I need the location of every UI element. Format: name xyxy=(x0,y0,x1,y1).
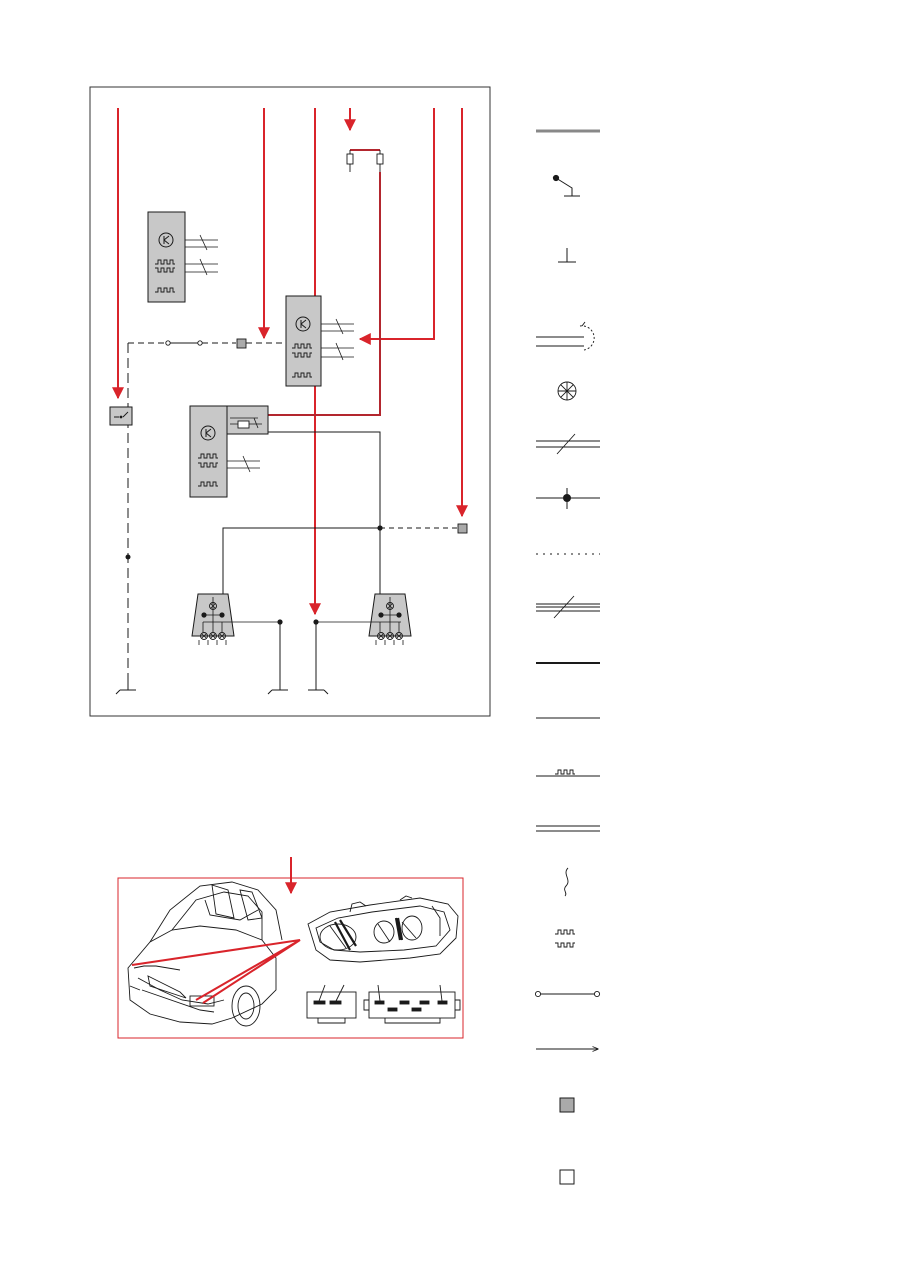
headlamp-left xyxy=(191,593,280,645)
lamp-symbol-icon xyxy=(557,381,577,401)
legend xyxy=(534,129,601,1185)
twisted-pair-double-icon xyxy=(536,595,600,619)
control-module-top-left xyxy=(147,211,218,303)
schematic xyxy=(89,86,491,717)
ground-points xyxy=(115,619,329,695)
screened-cable-icon xyxy=(536,321,595,351)
twisted-pair-icon xyxy=(536,433,600,455)
lamp-supply xyxy=(222,523,468,599)
headlamp-assembly xyxy=(307,895,459,963)
break-symbol-icon xyxy=(564,867,569,897)
switch-box xyxy=(109,406,133,426)
double-line-icon xyxy=(536,825,600,832)
ground-symbol-icon xyxy=(558,248,576,263)
filled-gray-box-icon xyxy=(559,1097,575,1113)
schematic-frame xyxy=(89,86,491,717)
fuse-pair xyxy=(258,149,384,416)
splice-junction-icon xyxy=(536,488,600,509)
pulse-signal-line-icon xyxy=(536,769,600,777)
red-callout-5 xyxy=(358,108,435,345)
car-front-view xyxy=(127,881,283,1027)
control-module-lower-left xyxy=(189,405,381,528)
line-with-terminals-icon xyxy=(534,990,601,998)
data-signal-pair-icon xyxy=(554,929,576,948)
empty-box-icon xyxy=(559,1169,575,1185)
headlamp-right xyxy=(316,593,412,645)
connector-multi-pin xyxy=(363,984,461,1024)
connector-2-pin xyxy=(306,984,357,1024)
control-module-middle-right xyxy=(285,295,354,387)
locator-frame xyxy=(117,877,464,1039)
dashed-bus xyxy=(125,338,286,690)
component-locator xyxy=(117,857,464,1039)
switch-to-ground-icon xyxy=(552,174,580,197)
